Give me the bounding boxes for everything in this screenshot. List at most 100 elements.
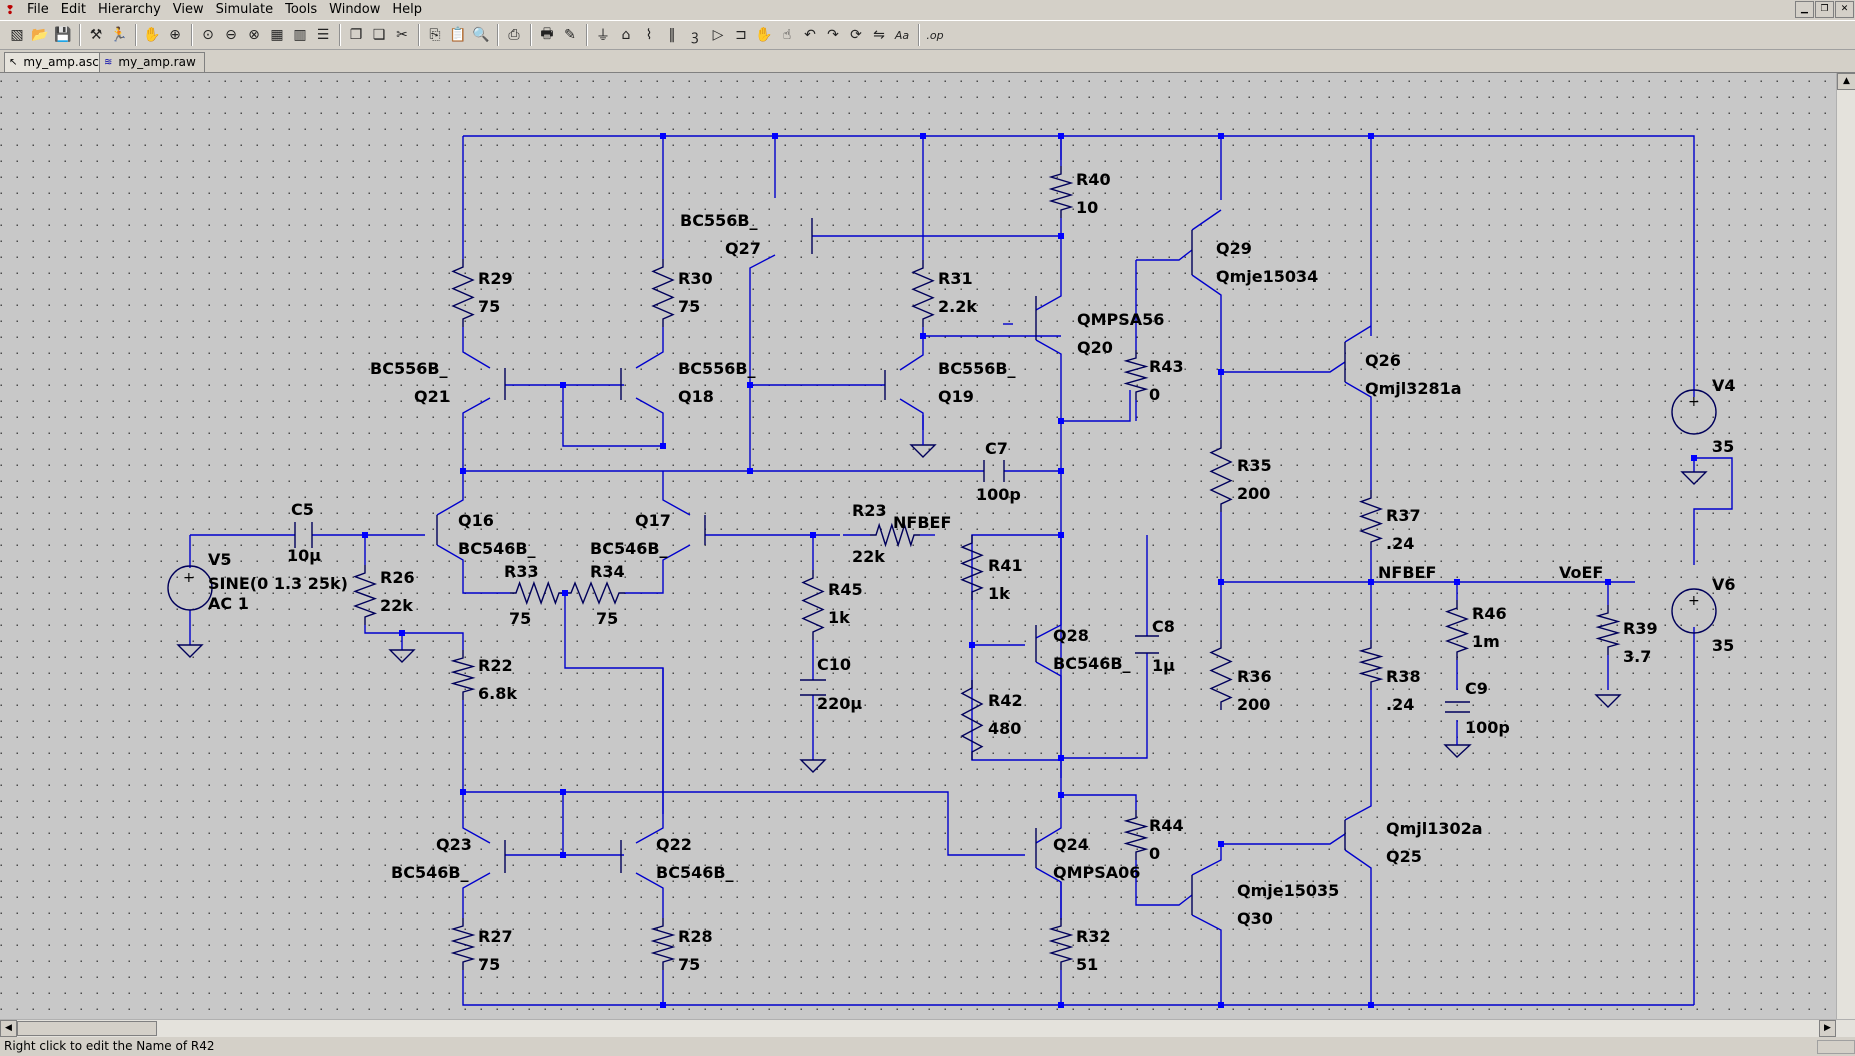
ltspice-app-icon[interactable]: ❢ [4, 3, 16, 17]
open-icon[interactable]: 📂 [31, 27, 49, 43]
resistor-r33[interactable] [510, 580, 565, 606]
menu-edit[interactable]: Edit [60, 2, 86, 17]
cut-icon[interactable]: ✂ [396, 27, 408, 43]
horizontal-scroll-thumb[interactable] [17, 1021, 157, 1036]
spice-directive-icon[interactable]: .op [926, 28, 944, 42]
find-icon[interactable]: 🔍 [472, 27, 490, 43]
toolbar-separator [586, 24, 588, 46]
close-icon[interactable]: ✕ [1835, 1, 1854, 18]
resistor-r31[interactable] [911, 260, 935, 327]
zoom-cancel-icon[interactable]: ⊗ [248, 27, 260, 43]
menu-help[interactable]: Help [392, 2, 423, 17]
mirror-icon[interactable]: ⇋ [873, 27, 885, 43]
resistor-r29[interactable] [451, 259, 475, 327]
resistor-r43[interactable] [1123, 350, 1149, 400]
drag-icon[interactable]: ☝ [782, 27, 792, 43]
pick-visible-icon[interactable]: ▥ [293, 27, 307, 43]
text-icon[interactable]: Aa [894, 28, 910, 42]
control-panel-icon[interactable]: ⚒ [89, 27, 103, 43]
label-R29: R29 [478, 269, 513, 288]
menu-hierarchy[interactable]: Hierarchy [97, 2, 161, 17]
halt-icon[interactable]: ✋ [143, 27, 161, 43]
scroll-up-icon[interactable]: ▲ [1837, 73, 1855, 90]
draw-wire-icon[interactable]: ✎ [564, 27, 576, 43]
resistor-r28[interactable] [650, 918, 676, 970]
move-icon[interactable]: ✋ [755, 27, 773, 43]
restore-icon[interactable]: ❐ [1815, 1, 1834, 18]
resistor-r27[interactable] [450, 918, 476, 970]
label-R43-value: 0 [1149, 385, 1160, 404]
resistor-r37[interactable] [1358, 490, 1384, 550]
capacitor-icon[interactable]: ‖ [668, 27, 676, 43]
resistor-r23[interactable] [870, 522, 920, 548]
toolbar-separator [339, 24, 341, 46]
ground-icon[interactable]: ⏚ [596, 28, 610, 44]
label-Q17: Q17 [635, 511, 671, 530]
save-icon[interactable]: 💾 [54, 27, 72, 43]
undo-icon[interactable]: ↶ [804, 27, 816, 43]
resistor-r39[interactable] [1595, 605, 1621, 655]
zoom-in-icon[interactable]: ⊕ [169, 27, 181, 43]
tile-horizontal-icon[interactable]: ☰ [316, 27, 330, 43]
component-icon[interactable]: ⊐ [735, 27, 747, 43]
menu-window[interactable]: Window [329, 2, 381, 17]
horizontal-scrollbar[interactable]: ◀ ▶ [0, 1019, 1855, 1038]
junctions [362, 133, 1697, 1008]
scroll-left-icon[interactable]: ◀ [0, 1020, 17, 1037]
net-label-nfbef-output: NFBEF [1378, 563, 1436, 582]
new-schematic-icon[interactable]: ▧ [10, 27, 24, 43]
label-R33: R33 [504, 562, 539, 581]
label-C5-value: 10µ [287, 546, 321, 565]
resistor-r36[interactable] [1209, 640, 1233, 710]
resistor-r22[interactable] [450, 650, 476, 700]
menu-tools[interactable]: Tools [285, 2, 318, 17]
resistor-r44[interactable] [1123, 810, 1149, 860]
print-setup-icon[interactable]: ⎙ [508, 27, 520, 43]
resistor-r42[interactable] [960, 680, 984, 760]
label-net-icon[interactable]: ⌂ [621, 27, 631, 43]
label-V4: V4 [1712, 376, 1736, 395]
tab-my-amp-raw[interactable]: ≋ my_amp.raw [99, 52, 205, 72]
autorange-icon[interactable]: ▦ [270, 27, 284, 43]
resistor-icon[interactable]: ⌇ [645, 27, 653, 43]
redo-icon[interactable]: ↷ [827, 27, 839, 43]
label-V5: V5 [208, 550, 232, 569]
label-R38: R38 [1386, 667, 1421, 686]
resistor-r40[interactable] [1048, 166, 1074, 218]
zoom-out-icon[interactable]: ⊖ [225, 27, 237, 43]
resistor-r46[interactable] [1444, 600, 1470, 660]
resistor-r32[interactable] [1048, 918, 1074, 970]
rotate-icon[interactable]: ⟳ [850, 27, 862, 43]
resistor-r45[interactable] [801, 570, 825, 640]
minimize-icon[interactable]: ▁ [1795, 1, 1814, 18]
copy-icon[interactable]: ⎘ [429, 27, 441, 43]
paste-icon[interactable]: 📋 [449, 27, 467, 43]
run-icon[interactable]: 🏃 [110, 27, 128, 43]
resistor-r30[interactable] [651, 259, 675, 327]
resistor-r38[interactable] [1358, 640, 1384, 690]
menu-file[interactable]: File [27, 2, 49, 17]
diode-icon[interactable]: ▷ [712, 27, 724, 43]
schematic-canvas[interactable]: + + + [0, 73, 1836, 1019]
inductor-icon[interactable]: ꝫ [691, 27, 699, 44]
resistor-r35[interactable] [1209, 440, 1233, 512]
voltage-sources: + + + [167, 389, 1717, 634]
resistor-r41[interactable] [960, 535, 984, 600]
scroll-right-icon[interactable]: ▶ [1819, 1020, 1836, 1037]
schematic-drawing[interactable]: + + + [0, 73, 1836, 1019]
label-V6: V6 [1712, 575, 1736, 594]
component-labels: R40 10 R29 75 R30 75 R31 2.2k R43 0 R35 … [208, 170, 1736, 974]
tab-my-amp-asc[interactable]: ↖ my_amp.asc [4, 52, 104, 72]
close-windows-icon[interactable]: ❏ [372, 27, 386, 43]
menu-view[interactable]: View [172, 2, 204, 17]
menu-simulate[interactable]: Simulate [215, 2, 274, 17]
zoom-area-icon[interactable]: ⊙ [202, 27, 214, 43]
document-tabs: ↖ my_amp.asc ≋ my_amp.raw [0, 50, 1855, 73]
resistor-r26[interactable] [352, 565, 378, 625]
print-icon[interactable]: 🖶 [540, 26, 554, 42]
resistor-r34[interactable] [565, 581, 625, 605]
vertical-scrollbar[interactable]: ▲ [1836, 73, 1855, 1019]
label-Q18: Q18 [678, 387, 714, 406]
resize-grip[interactable] [1817, 1040, 1855, 1054]
cascade-icon[interactable]: ❐ [349, 27, 363, 43]
